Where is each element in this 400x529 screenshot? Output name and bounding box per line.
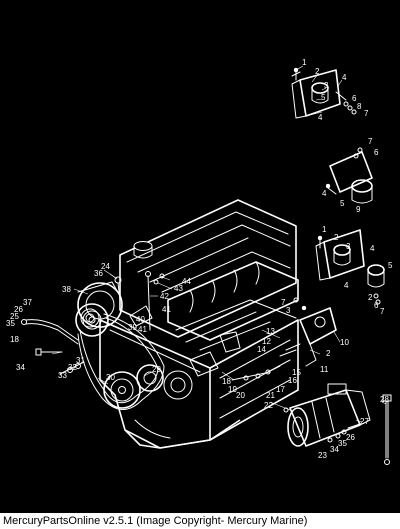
callout-14: 14 [257, 345, 266, 354]
callout-7: 7 [380, 307, 385, 316]
callout-4: 4 [370, 244, 375, 253]
callout-17: 17 [276, 385, 285, 394]
engine-mount-top-drawing [291, 67, 357, 119]
engine-mount-middle-drawing [325, 147, 373, 204]
callout-23: 23 [318, 451, 327, 460]
callout-27: 27 [360, 417, 369, 426]
callout-16: 16 [288, 376, 297, 385]
callout-5: 5 [321, 93, 326, 102]
callout-2: 2 [315, 67, 320, 76]
callout-29: 29 [152, 365, 161, 374]
callout-15: 15 [292, 368, 301, 377]
callout-44: 44 [182, 277, 191, 286]
copyright-footer: MercuryPartsOnline v2.5.1 (Image Copyrig… [0, 513, 400, 529]
callout-21: 21 [266, 391, 275, 400]
callout-13: 13 [266, 327, 275, 336]
callout-3: 3 [346, 242, 351, 251]
footer-text: MercuryPartsOnline v2.5.1 (Image Copyrig… [3, 515, 308, 527]
callout-43: 43 [174, 284, 183, 293]
callout-5: 5 [388, 261, 393, 270]
callout-7: 7 [364, 109, 369, 118]
callout-41: 41 [138, 325, 147, 334]
callout-35: 35 [338, 439, 347, 448]
callout-36: 36 [94, 269, 103, 278]
callout-18: 18 [222, 377, 231, 386]
callout-20: 20 [236, 391, 245, 400]
callout-12: 12 [262, 337, 271, 346]
callout-3: 3 [286, 306, 291, 315]
alternator-drawing [77, 281, 123, 328]
callout-34: 34 [16, 363, 25, 372]
callout-2: 2 [368, 293, 373, 302]
callout-4: 4 [344, 281, 349, 290]
callout-2: 2 [326, 349, 331, 358]
callout-4: 4 [322, 189, 327, 198]
engine-block-drawing [75, 199, 299, 449]
callout-31: 31 [76, 356, 85, 365]
callout-8: 8 [357, 102, 362, 111]
callout-25: 25 [10, 312, 19, 321]
callout-28: 28 [380, 395, 389, 404]
callout-1: 1 [302, 58, 307, 67]
hardware-drawings [21, 271, 392, 465]
engine-mount-lower-drawing [315, 229, 385, 305]
callout-37: 37 [23, 298, 32, 307]
callout-4: 4 [342, 73, 347, 82]
callout-3: 3 [324, 81, 329, 90]
callout-5: 5 [340, 199, 345, 208]
callout-22: 22 [264, 401, 273, 410]
callout-7: 7 [281, 298, 286, 307]
callout-38: 38 [62, 285, 71, 294]
starter-motor-drawing [283, 383, 371, 447]
callout-26: 26 [346, 433, 355, 442]
engine-exploded-diagram: 1 2 3 4 4 5 6 7 8 7 6 4 5 9 1 2 3 4 4 5 … [6, 58, 393, 465]
callout-39: 39 [128, 323, 137, 332]
callout-11: 11 [320, 365, 329, 374]
callout-19: 19 [228, 385, 237, 394]
callout-40: 40 [136, 315, 145, 324]
callout-6: 6 [374, 148, 379, 157]
callout-6: 6 [374, 301, 379, 310]
callout-24: 24 [101, 262, 110, 271]
callout-6: 6 [352, 94, 357, 103]
callout-26: 26 [14, 305, 23, 314]
callout-30: 30 [106, 373, 115, 382]
callout-35: 35 [6, 319, 15, 328]
callout-42: 42 [160, 292, 169, 301]
callout-labels: 1 2 3 4 4 5 6 7 8 7 6 4 5 9 1 2 3 4 4 5 … [6, 58, 393, 460]
callout-4: 4 [318, 113, 323, 122]
callout-10: 10 [340, 338, 349, 347]
callout-32: 32 [68, 363, 77, 372]
leader-lines [51, 65, 387, 423]
callout-9: 9 [356, 205, 361, 214]
callout-18: 18 [10, 335, 19, 344]
callout-41: 41 [162, 305, 171, 314]
callout-2: 2 [334, 233, 339, 242]
callout-34: 34 [330, 445, 339, 454]
callout-1: 1 [322, 225, 327, 234]
callout-33: 33 [58, 371, 67, 380]
callout-7: 7 [368, 137, 373, 146]
